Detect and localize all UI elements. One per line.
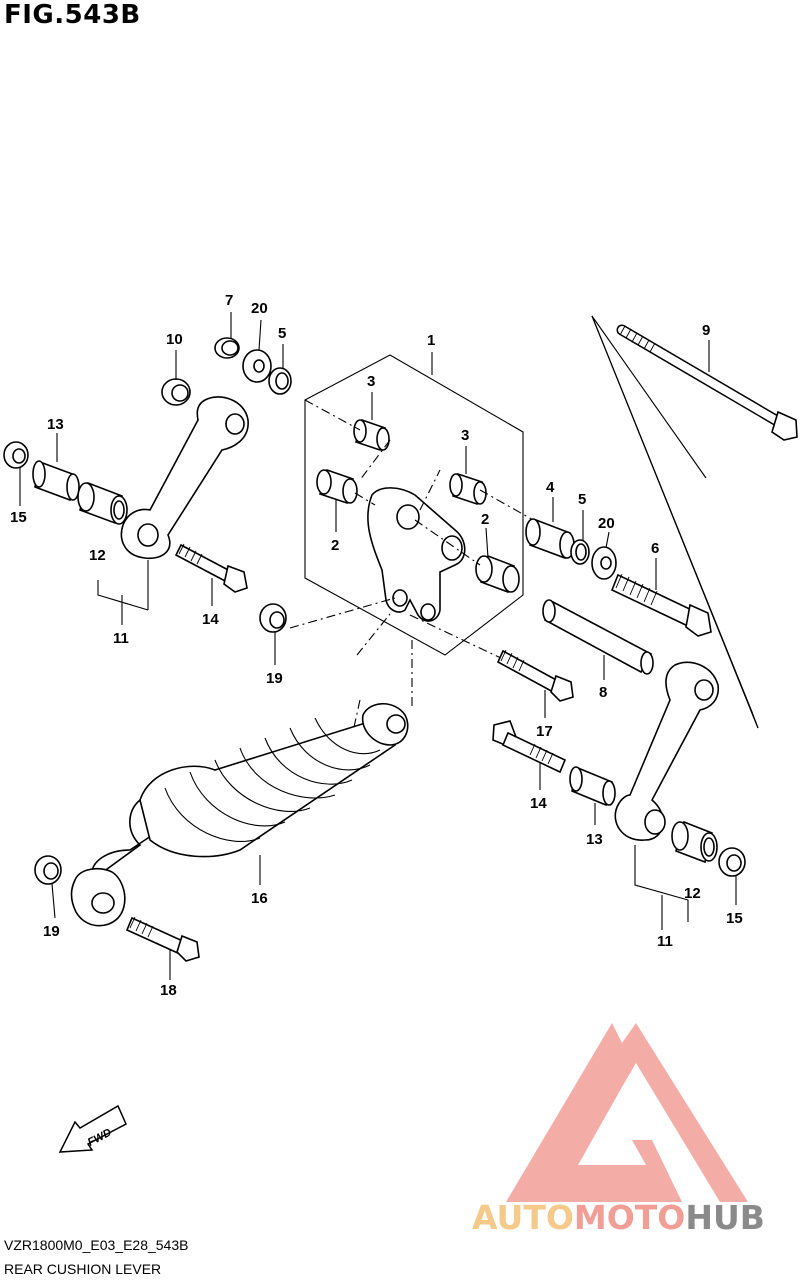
- bolt-18: [125, 916, 200, 962]
- callout-7: 7: [225, 292, 233, 309]
- callout-6: 6: [651, 540, 659, 557]
- nut-7: [214, 337, 240, 359]
- callout-12: 12: [89, 547, 106, 564]
- callout-9: 9: [702, 322, 710, 339]
- bearing-3-right: [449, 472, 487, 506]
- nut-19-upper: [259, 603, 287, 633]
- callout-17: 17: [536, 723, 553, 740]
- washer-20-top: [242, 349, 272, 383]
- bolt-14-left: [174, 543, 248, 593]
- leader-lines: [19, 312, 737, 980]
- callout-3: 3: [367, 373, 375, 390]
- callout-2: 2: [481, 511, 489, 528]
- collar-13-right: [569, 766, 616, 807]
- nut-10: [161, 378, 191, 406]
- callout-15: 15: [10, 509, 27, 526]
- bolt-6: [610, 573, 712, 637]
- washer-20-right: [591, 546, 617, 580]
- callout-11: 11: [657, 933, 673, 950]
- callout-5: 5: [278, 325, 286, 342]
- callout-2: 2: [331, 537, 339, 554]
- logo-wordmark: AUTOMOTOHUB: [472, 1198, 765, 1237]
- bearing-2-right: [475, 554, 520, 594]
- callout-18: 18: [160, 982, 177, 999]
- cushion-lever: [367, 487, 466, 622]
- callout-11: 11: [113, 630, 129, 647]
- callout-20: 20: [598, 515, 615, 532]
- model-code: VZR1800M0_E03_E28_543B: [4, 1237, 189, 1253]
- callout-4: 4: [546, 479, 555, 496]
- bearing-2-left: [316, 468, 358, 505]
- collar-13-left: [32, 460, 80, 502]
- spacer-8: [542, 599, 654, 675]
- nut-15-left: [3, 441, 29, 469]
- bearing-12-right: [671, 820, 718, 864]
- ring-5-top: [268, 367, 292, 395]
- callout-13: 13: [586, 831, 603, 848]
- callout-12: 12: [684, 885, 701, 902]
- callout-16: 16: [251, 890, 268, 907]
- callout-8: 8: [599, 684, 607, 701]
- bearing-3-upper: [353, 418, 390, 452]
- bolt-14-right: [492, 720, 567, 774]
- callout-15: 15: [726, 910, 743, 927]
- lever-assembly-frame: [304, 354, 524, 656]
- logo-part-hub: HUB: [685, 1198, 765, 1237]
- logo-part-moto: MOTO: [573, 1198, 686, 1237]
- ring-5-right: [570, 539, 590, 565]
- callout-19: 19: [266, 670, 283, 687]
- bolt-17: [496, 649, 574, 702]
- callout-5: 5: [578, 491, 586, 508]
- callout-14: 14: [530, 795, 547, 812]
- rear-shock-16: [70, 702, 409, 927]
- logo-part-auto: AUTO: [472, 1198, 574, 1237]
- callout-3: 3: [461, 427, 469, 444]
- figure-name: REAR CUSHION LEVER: [4, 1261, 162, 1277]
- collar-4: [525, 518, 575, 560]
- callout-10: 10: [166, 331, 183, 348]
- callout-13: 13: [47, 416, 64, 433]
- link-arm-right: [614, 661, 720, 841]
- callout-19: 19: [43, 923, 60, 940]
- callout-14: 14: [202, 611, 219, 628]
- automotohub-logo: [506, 1023, 748, 1202]
- long-bolt-9: [616, 324, 798, 441]
- link-arm-left: [120, 396, 249, 560]
- nut-15-right: [718, 847, 746, 877]
- callout-1: 1: [427, 332, 435, 349]
- bearing-12-left: [77, 481, 128, 525]
- fwd-arrow-icon: FWD: [58, 1104, 127, 1153]
- nut-19-lower: [34, 855, 62, 885]
- figure-title: FIG.543B: [4, 0, 141, 30]
- callout-20: 20: [251, 300, 268, 317]
